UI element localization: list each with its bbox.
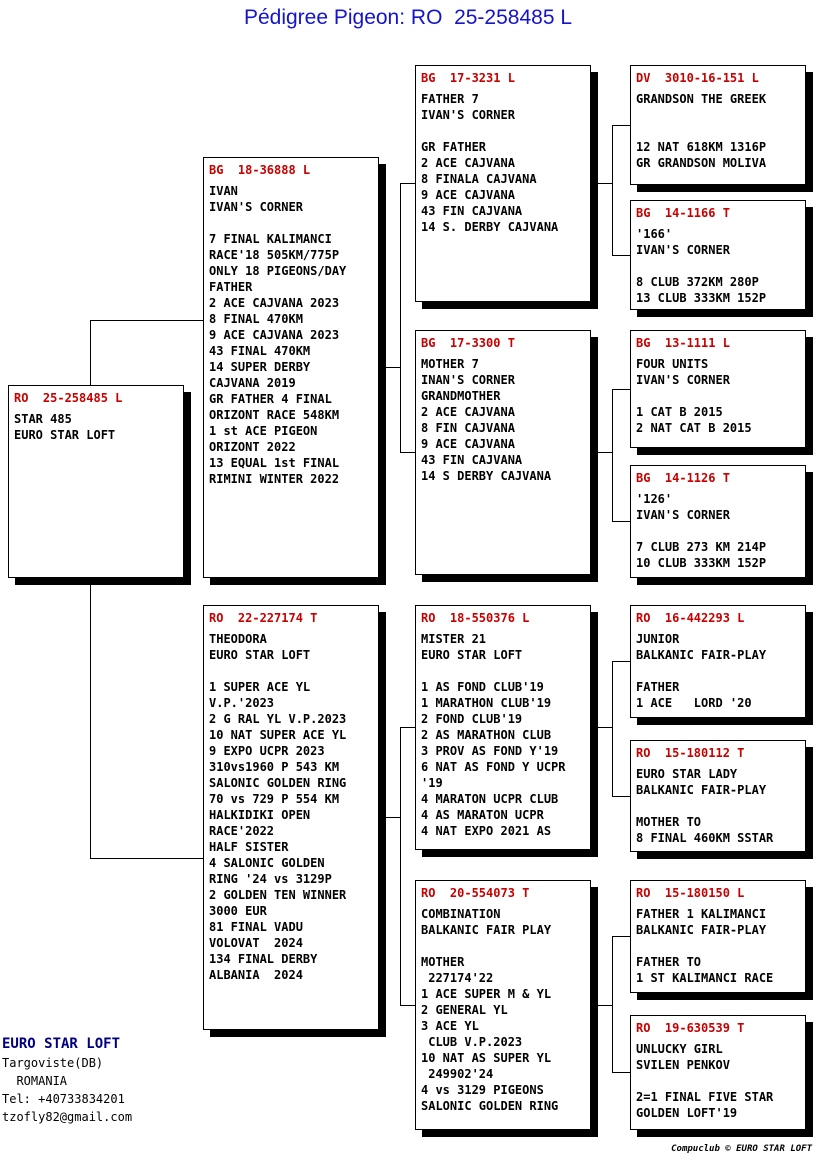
ring-number: BG 14-1166 T [636, 206, 730, 220]
pedigree-box-dam-dam-dam: RO 19-630539 T UNLUCKY GIRL SVILEN PENKO… [630, 1015, 806, 1130]
ring-number: RO 19-630539 T [636, 1021, 745, 1035]
pedigree-box-sire-sire: BG 17-3231 L FATHER 7 IVAN'S CORNER GR F… [415, 65, 591, 302]
pigeon-details: FATHER 7 IVAN'S CORNER GR FATHER 2 ACE C… [421, 92, 559, 234]
pigeon-details: JUNIOR BALKANIC FAIR-PLAY FATHER 1 ACE L… [636, 632, 767, 710]
pedigree-box-subject: RO 25-258485 L STAR 485 EURO STAR LOFT [8, 385, 184, 578]
ring-number: BG 17-3300 T [421, 336, 515, 350]
connector-line [400, 183, 415, 184]
pedigree-box-dam-sire-sire: RO 16-442293 L JUNIOR BALKANIC FAIR-PLAY… [630, 605, 806, 718]
connector-line [612, 521, 630, 522]
pedigree-box-dam-dam-sire: RO 15-180150 L FATHER 1 KALIMANCI BALKAN… [630, 880, 806, 993]
pedigree-box-dam-sire: RO 18-550376 L MISTER 21 EURO STAR LOFT … [415, 605, 591, 850]
ring-number: RO 15-180150 L [636, 886, 745, 900]
connector-line [90, 320, 91, 385]
ring-number: BG 17-3231 L [421, 71, 515, 85]
loft-contact-block: EURO STAR LOFT Targoviste(DB) ROMANIA Te… [2, 1035, 132, 1126]
pedigree-box-sire-dam: BG 17-3300 T MOTHER 7 INAN'S CORNER GRAN… [415, 330, 591, 575]
pigeon-details: UNLUCKY GIRL SVILEN PENKOV 2=1 FINAL FIV… [636, 1042, 774, 1120]
pedigree-box-sire-dam-sire: BG 13-1111 L FOUR UNITS IVAN'S CORNER 1 … [630, 330, 806, 448]
pigeon-details: '126' IVAN'S CORNER 7 CLUB 273 KM 214P 1… [636, 492, 767, 570]
pigeon-details: STAR 485 EURO STAR LOFT [14, 412, 116, 442]
pedigree-box-sire-sire-sire: DV 3010-16-151 L GRANDSON THE GREEK 12 N… [630, 65, 806, 185]
connector-line [612, 255, 630, 256]
pedigree-box-dam-dam: RO 20-554073 T COMBINATION BALKANIC FAIR… [415, 880, 591, 1130]
software-credit: Compuclub © EURO STAR LOFT [671, 1144, 812, 1154]
ring-number: BG 13-1111 L [636, 336, 730, 350]
ring-number: RO 16-442293 L [636, 611, 745, 625]
connector-line [400, 727, 415, 728]
connector-line [90, 858, 203, 859]
pedigree-box-sire-dam-dam: BG 14-1126 T '126' IVAN'S CORNER 7 CLUB … [630, 465, 806, 578]
connector-line [90, 320, 203, 321]
pigeon-details: THEODORA EURO STAR LOFT 1 SUPER ACE YL V… [209, 632, 347, 982]
connector-line [612, 661, 613, 796]
connector-line [612, 796, 630, 797]
connector-line [379, 817, 400, 818]
connector-line [612, 389, 613, 521]
pedigree-box-sire: BG 18-36888 L IVAN IVAN'S CORNER 7 FINAL… [203, 157, 379, 578]
connector-line [612, 936, 630, 937]
loft-name: EURO STAR LOFT [2, 1036, 121, 1052]
ring-number: RO 25-258485 L [14, 391, 123, 405]
connector-line [612, 936, 613, 1072]
ring-number: RO 22-227174 T [209, 611, 318, 625]
connector-line [400, 1005, 415, 1006]
pigeon-details: IVAN IVAN'S CORNER 7 FINAL KALIMANCI RAC… [209, 184, 347, 486]
connector-line [591, 727, 612, 728]
pigeon-details: EURO STAR LADY BALKANIC FAIR-PLAY MOTHER… [636, 767, 774, 845]
pigeon-details: MOTHER 7 INAN'S CORNER GRANDMOTHER 2 ACE… [421, 357, 552, 483]
connector-line [612, 1072, 630, 1073]
pigeon-details: GRANDSON THE GREEK 12 NAT 618KM 1316P GR… [636, 92, 767, 170]
pigeon-details: '166' IVAN'S CORNER 8 CLUB 372KM 280P 13… [636, 227, 767, 305]
connector-line [612, 661, 630, 662]
ring-number: RO 18-550376 L [421, 611, 530, 625]
connector-line [400, 452, 415, 453]
pedigree-box-dam-sire-dam: RO 15-180112 T EURO STAR LADY BALKANIC F… [630, 740, 806, 852]
connector-line [591, 183, 612, 184]
pedigree-box-sire-sire-dam: BG 14-1166 T '166' IVAN'S CORNER 8 CLUB … [630, 200, 806, 310]
pedigree-box-dam: RO 22-227174 T THEODORA EURO STAR LOFT 1… [203, 605, 379, 1030]
connector-line [612, 389, 630, 390]
connector-line [400, 727, 401, 1005]
loft-address: Targoviste(DB) ROMANIA Tel: +40733834201… [2, 1056, 133, 1124]
pigeon-details: FATHER 1 KALIMANCI BALKANIC FAIR-PLAY FA… [636, 907, 774, 985]
pigeon-details: MISTER 21 EURO STAR LOFT 1 AS FOND CLUB'… [421, 632, 566, 838]
ring-number: DV 3010-16-151 L [636, 71, 759, 85]
connector-line [591, 1005, 612, 1006]
connector-line [612, 125, 630, 126]
page-title: Pédigree Pigeon: RO 25-258485 L [243, 6, 573, 29]
connector-line [379, 367, 400, 368]
pigeon-details: COMBINATION BALKANIC FAIR PLAY MOTHER 22… [421, 907, 559, 1113]
connector-line [400, 183, 401, 452]
pigeon-details: FOUR UNITS IVAN'S CORNER 1 CAT B 2015 2 … [636, 357, 752, 435]
connector-line [90, 578, 91, 858]
ring-number: RO 20-554073 T [421, 886, 530, 900]
ring-number: BG 14-1126 T [636, 471, 730, 485]
connector-line [612, 125, 613, 255]
ring-number: RO 15-180112 T [636, 746, 745, 760]
connector-line [591, 452, 612, 453]
ring-number: BG 18-36888 L [209, 163, 311, 177]
